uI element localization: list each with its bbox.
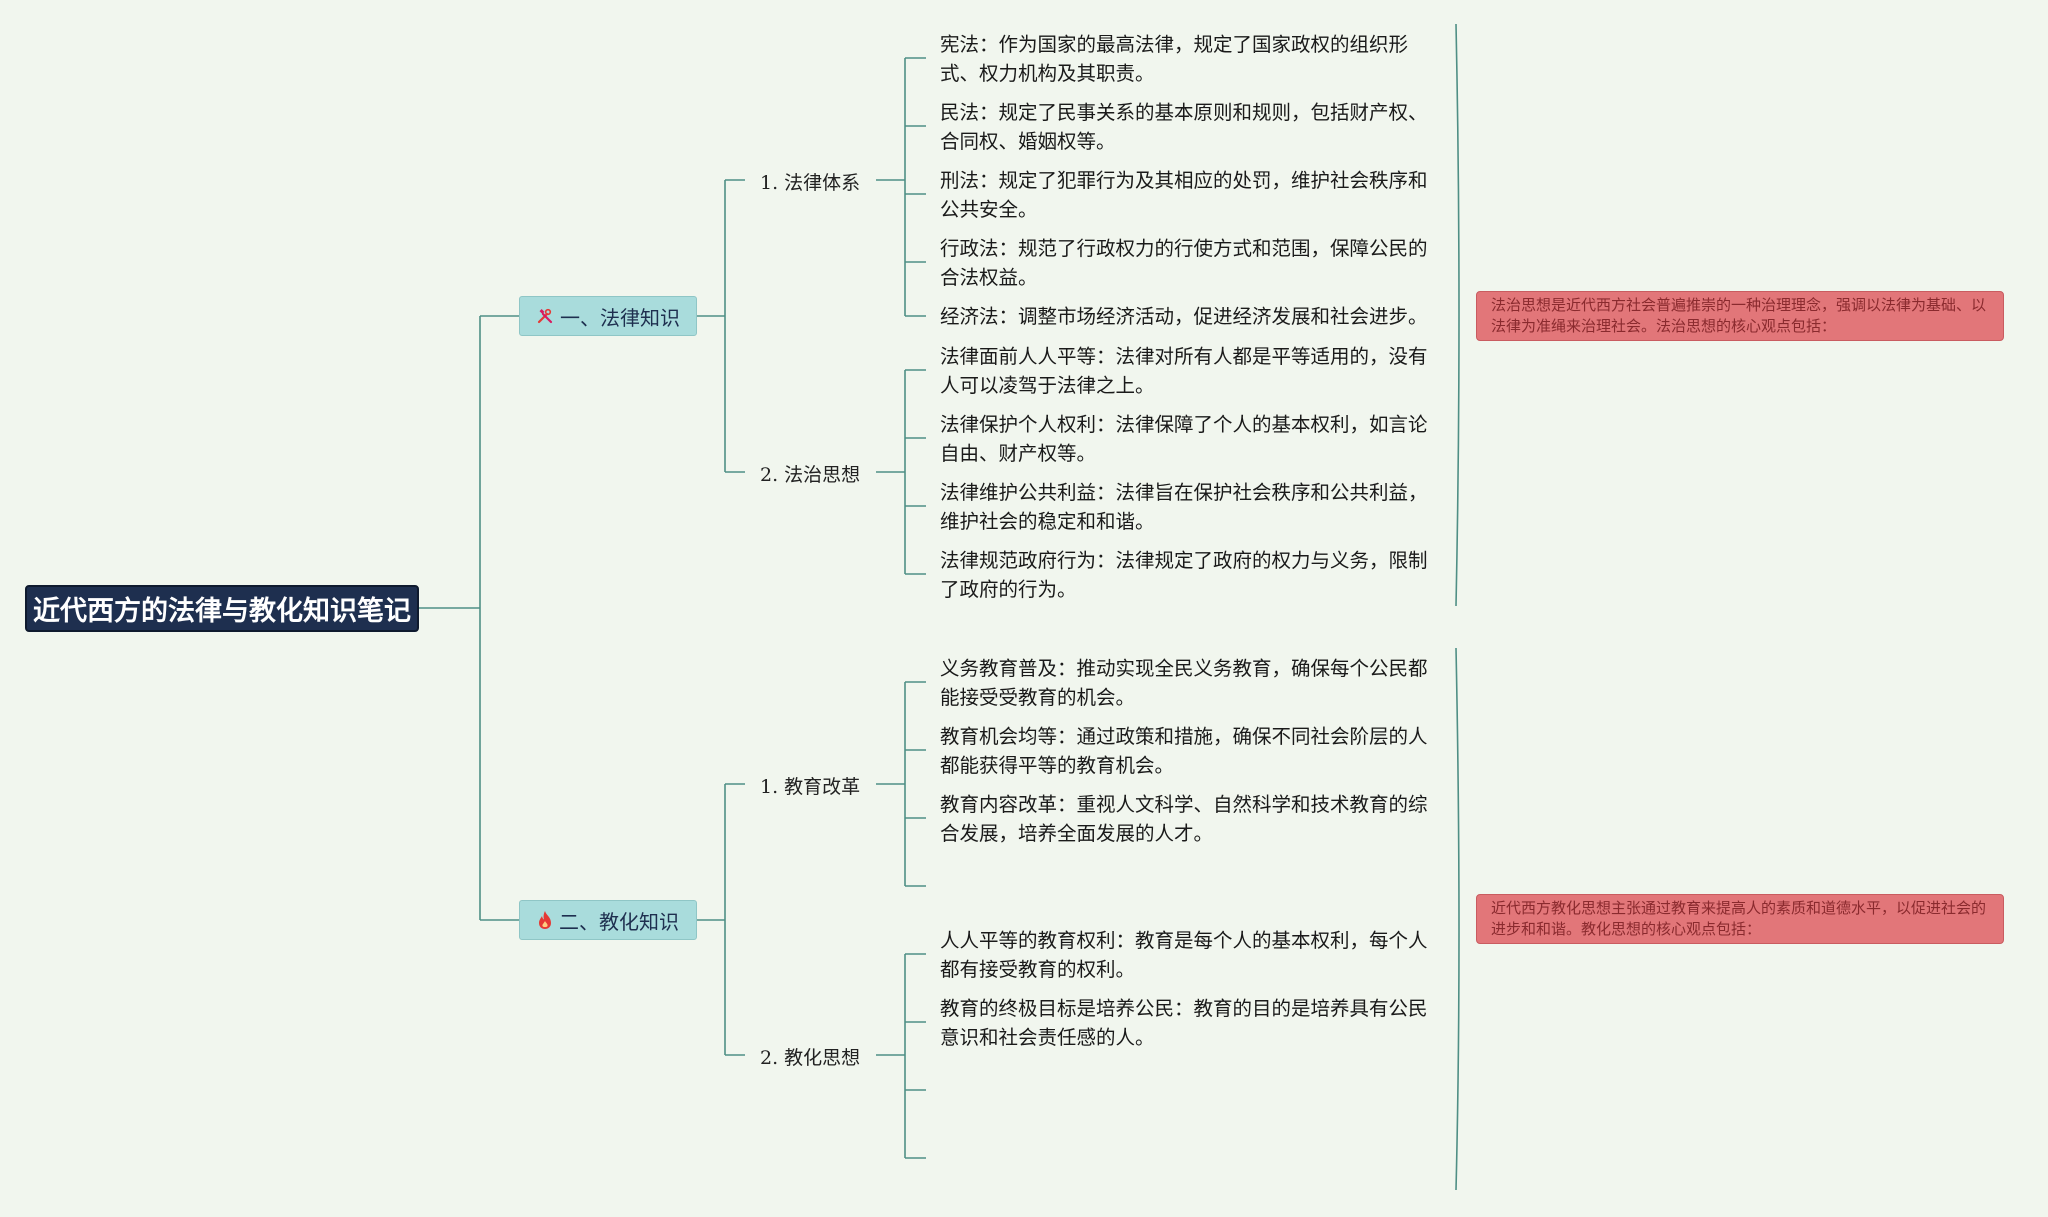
summary-note-law[interactable]: 法治思想是近代西方社会普遍推崇的一种治理理念，强调以法律为基础、以法律为准绳来治… <box>1476 291 2004 341</box>
branch-label: 一、法律知识 <box>560 305 680 330</box>
note-text: 近代西方教化思想主张通过教育来提高人的素质和道德水平，以促进社会的进步和和谐。教… <box>1491 899 1987 938</box>
topic-education-thought[interactable]: 2. 教化思想 <box>760 1043 860 1070</box>
topic-label: 2. 教化思想 <box>760 1047 861 1069</box>
topic-legal-system[interactable]: 1. 法律体系 <box>760 168 860 195</box>
topic-rule-of-law[interactable]: 2. 法治思想 <box>760 460 860 487</box>
topic-label: 2. 法治思想 <box>760 464 861 486</box>
branch-law[interactable]: 一、法律知识 <box>519 296 697 336</box>
leaf-item[interactable]: 法律规范政府行为：法律规定了政府的权力与义务，限制了政府的行为。 <box>940 549 1428 601</box>
leaf-item[interactable]: 教育的终极目标是培养公民：教育的目的是培养具有公民意识和社会责任感的人。 <box>940 997 1428 1049</box>
fire-icon <box>537 910 553 930</box>
leaf-item[interactable]: 义务教育普及：推动实现全民义务教育，确保每个公民都能接受受教育的机会。 <box>940 657 1428 709</box>
root-node[interactable]: 近代西方的法律与教化知识笔记 <box>25 585 419 632</box>
tools-icon <box>536 307 554 325</box>
leaf-item[interactable]: 法律面前人人平等：法律对所有人都是平等适用的，没有人可以凌驾于法律之上。 <box>940 345 1428 397</box>
root-title: 近代西方的法律与教化知识笔记 <box>33 596 411 627</box>
leaf-item[interactable]: 宪法：作为国家的最高法律，规定了国家政权的组织形式、权力机构及其职责。 <box>940 33 1409 85</box>
leaf-item[interactable]: 教育内容改革：重视人文科学、自然科学和技术教育的综合发展，培养全面发展的人才。 <box>940 793 1428 845</box>
leaf-item[interactable]: 教育机会均等：通过政策和措施，确保不同社会阶层的人都能获得平等的教育机会。 <box>940 725 1428 777</box>
leaf-item[interactable]: 民法：规定了民事关系的基本原则和规则，包括财产权、合同权、婚姻权等。 <box>940 101 1428 153</box>
topic-label: 1. 法律体系 <box>760 172 861 194</box>
branch-education[interactable]: 二、教化知识 <box>519 900 697 940</box>
leaf-item[interactable]: 刑法：规定了犯罪行为及其相应的处罚，维护社会秩序和公共安全。 <box>940 169 1428 221</box>
topic-education-reform[interactable]: 1. 教育改革 <box>760 772 860 799</box>
note-text: 法治思想是近代西方社会普遍推崇的一种治理理念，强调以法律为基础、以法律为准绳来治… <box>1491 296 1987 335</box>
leaf-item[interactable]: 经济法：调整市场经济活动，促进经济发展和社会进步。 <box>940 305 1428 328</box>
leaf-item[interactable]: 法律维护公共利益：法律旨在保护社会秩序和公共利益，维护社会的稳定和和谐。 <box>940 481 1428 533</box>
leaf-item[interactable]: 行政法：规范了行政权力的行使方式和范围，保障公民的合法权益。 <box>940 237 1428 289</box>
summary-note-education[interactable]: 近代西方教化思想主张通过教育来提高人的素质和道德水平，以促进社会的进步和和谐。教… <box>1476 894 2004 944</box>
topic-label: 1. 教育改革 <box>760 776 861 798</box>
branch-label: 二、教化知识 <box>559 909 679 934</box>
leaf-item[interactable]: 人人平等的教育权利：教育是每个人的基本权利，每个人都有接受教育的权利。 <box>940 929 1428 981</box>
leaf-item[interactable]: 法律保护个人权利：法律保障了个人的基本权利，如言论自由、财产权等。 <box>940 413 1428 465</box>
